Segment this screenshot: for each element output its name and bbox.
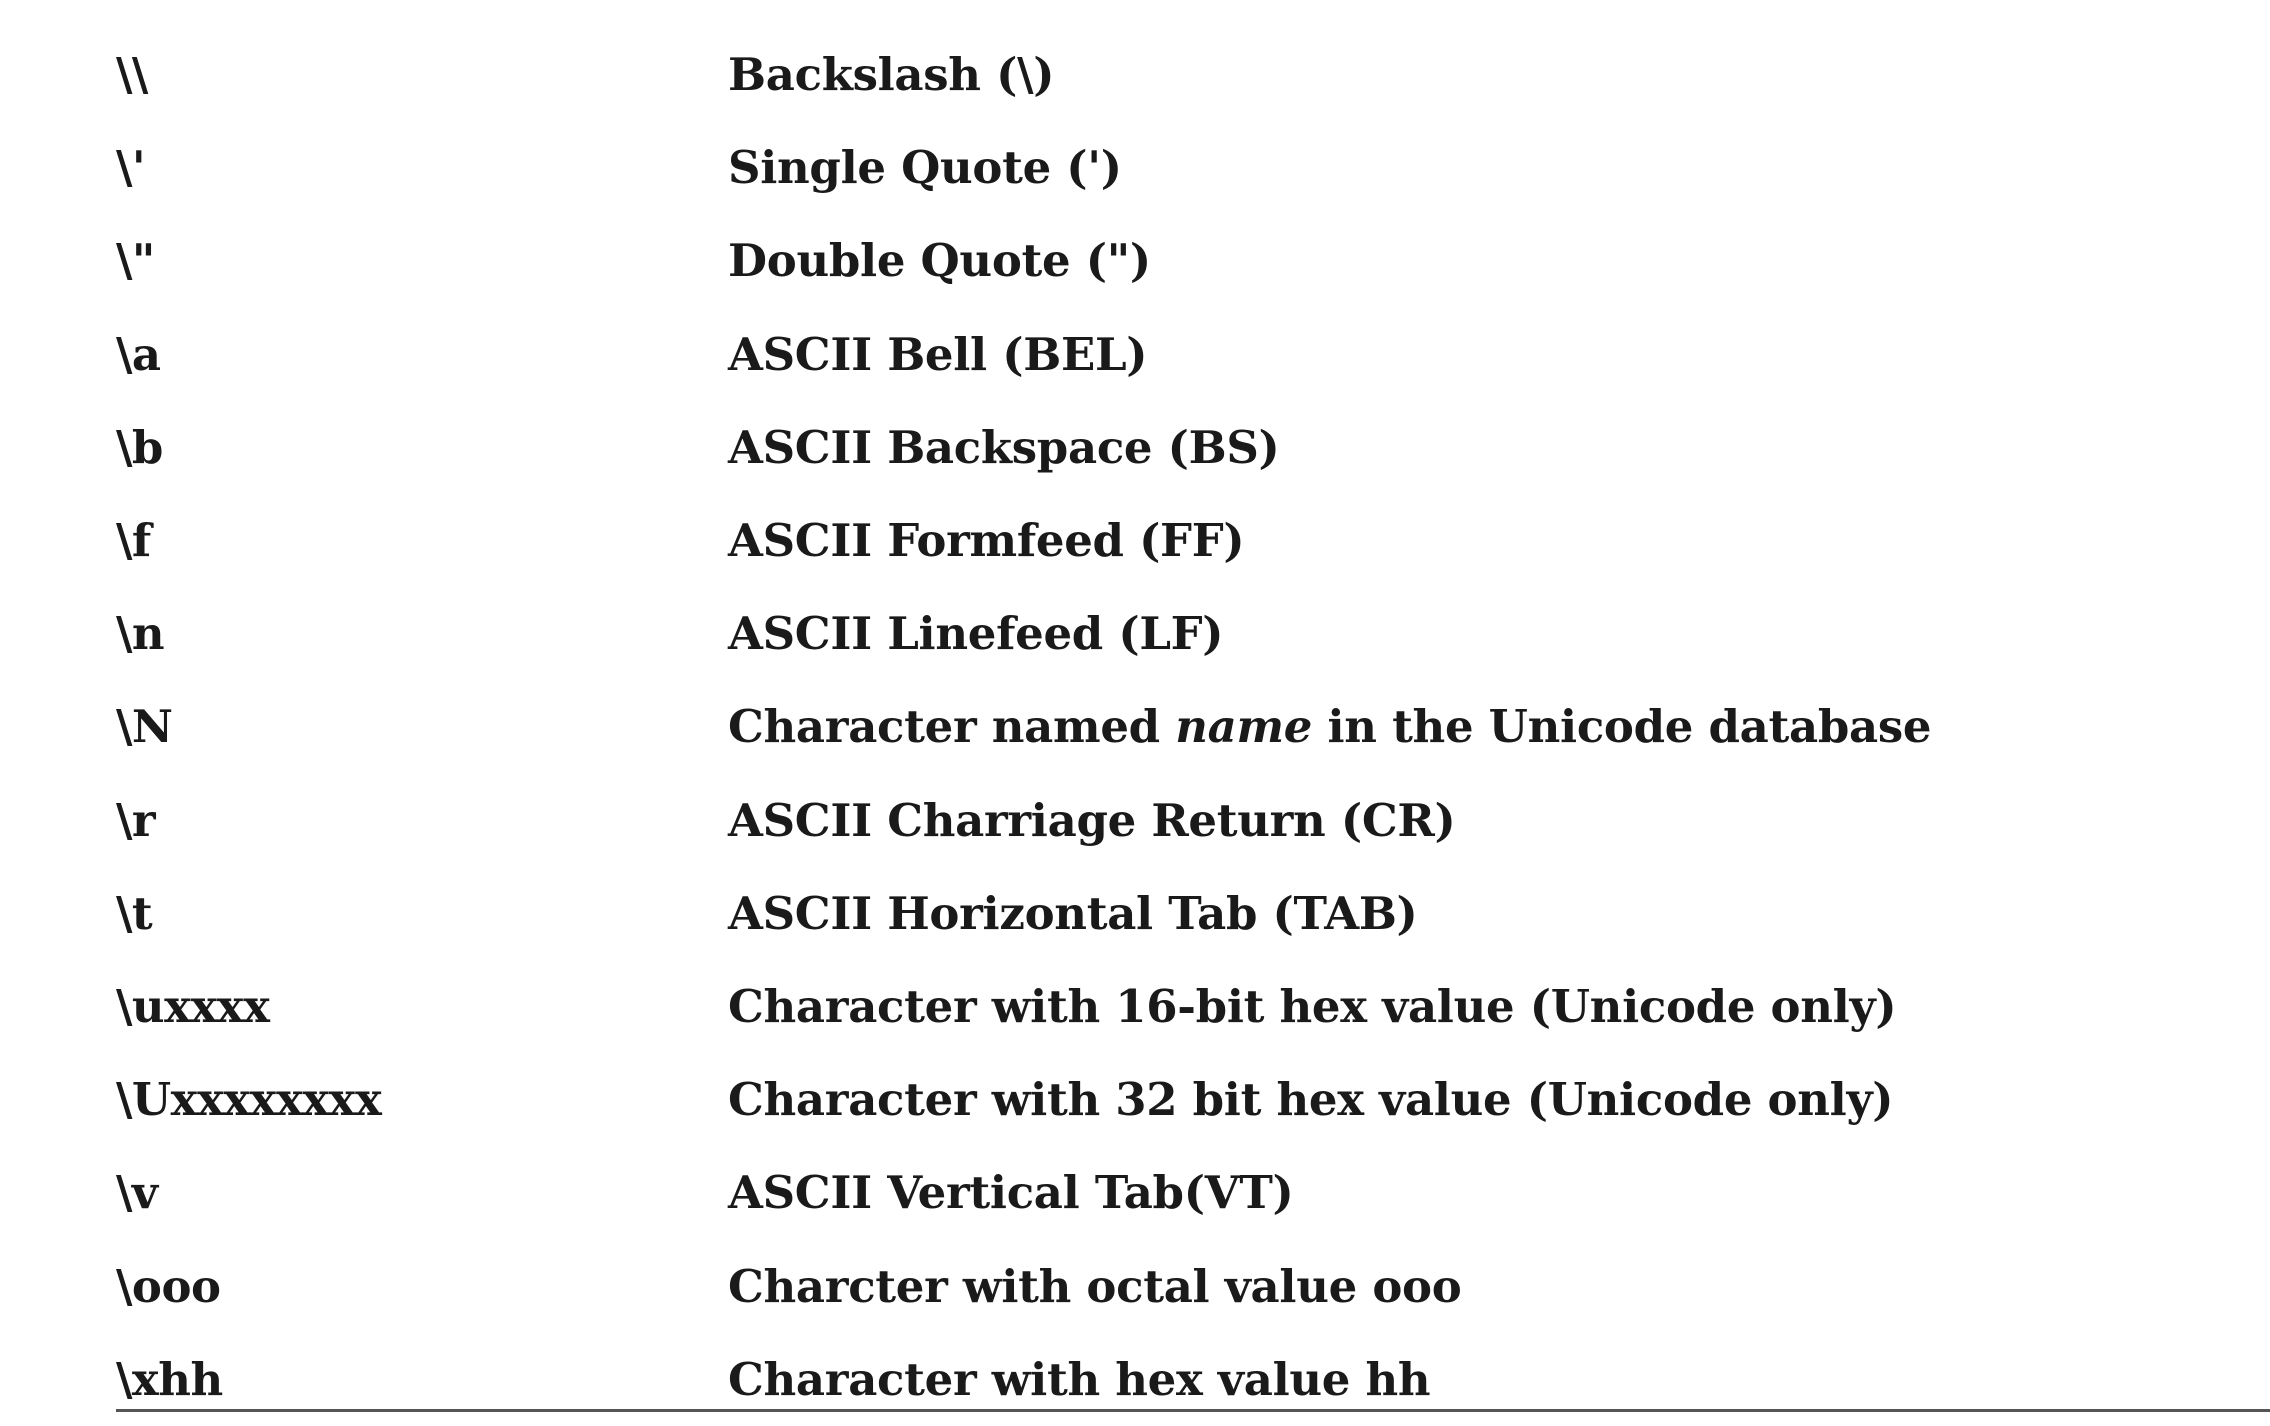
escape-code: \' <box>116 141 146 195</box>
escape-description: Backslash (\) <box>728 48 1055 102</box>
table-bottom-rule <box>116 1409 2270 1412</box>
escape-description: Double Quote (") <box>728 234 1151 288</box>
escape-description: Single Quote (') <box>728 141 1122 195</box>
escape-code: \" <box>116 234 155 288</box>
table-row: \r ASCII Charriage Return (CR) <box>116 774 2270 867</box>
escape-code: \r <box>116 793 156 847</box>
escape-code: \b <box>116 420 163 474</box>
description-text: in the Unicode database <box>1312 700 1932 754</box>
escape-sequence-table: \\ Backslash (\) \' Single Quote (') \" … <box>116 28 2270 1426</box>
table-row: \' Single Quote (') <box>116 121 2270 214</box>
escape-description: Character with hex value hh <box>728 1352 1431 1406</box>
escape-description: ASCII Bell (BEL) <box>728 327 1148 381</box>
escape-code: \Uxxxxxxxx <box>116 1073 382 1127</box>
table-row: \f ASCII Formfeed (FF) <box>116 494 2270 587</box>
escape-code: \t <box>116 886 153 940</box>
escape-code: \f <box>116 514 151 568</box>
table-row: \b ASCII Backspace (BS) <box>116 401 2270 494</box>
escape-description: ASCII Backspace (BS) <box>728 420 1280 474</box>
table-row: \" Double Quote (") <box>116 214 2270 307</box>
escape-description: Character named name in the Unicode data… <box>728 700 1932 754</box>
escape-description: ASCII Charriage Return (CR) <box>728 793 1456 847</box>
escape-code: \xhh <box>116 1352 223 1406</box>
escape-code: \a <box>116 327 161 381</box>
table-row: \t ASCII Horizontal Tab (TAB) <box>116 867 2270 960</box>
escape-description: ASCII Formfeed (FF) <box>728 514 1245 568</box>
escape-code: \n <box>116 607 165 661</box>
table-row: \\ Backslash (\) <box>116 28 2270 121</box>
escape-description: ASCII Vertical Tab(VT) <box>728 1166 1294 1220</box>
escape-description: ASCII Linefeed (LF) <box>728 607 1224 661</box>
table-row: \ooo Charcter with octal value ooo <box>116 1239 2270 1332</box>
escape-code: \N <box>116 700 173 754</box>
escape-code: \v <box>116 1166 158 1220</box>
table-row: \n ASCII Linefeed (LF) <box>116 587 2270 680</box>
table-row: \xhh Character with hex value hh <box>116 1333 2270 1426</box>
table-row: \Uxxxxxxxx Character with 32 bit hex val… <box>116 1053 2270 1146</box>
table-row: \N Character named name in the Unicode d… <box>116 680 2270 773</box>
escape-code: \ooo <box>116 1259 221 1313</box>
escape-description: ASCII Horizontal Tab (TAB) <box>728 886 1418 940</box>
table-row: \uxxxx Character with 16-bit hex value (… <box>116 960 2270 1053</box>
table-row: \a ASCII Bell (BEL) <box>116 308 2270 401</box>
escape-code: \\ <box>116 48 148 102</box>
description-emphasis: name <box>1175 700 1313 754</box>
escape-description: Charcter with octal value ooo <box>728 1259 1462 1313</box>
table-row: \v ASCII Vertical Tab(VT) <box>116 1146 2270 1239</box>
description-text: Character named <box>728 700 1176 754</box>
escape-description: Character with 16-bit hex value (Unicode… <box>728 979 1897 1033</box>
escape-code: \uxxxx <box>116 979 270 1033</box>
escape-description: Character with 32 bit hex value (Unicode… <box>728 1073 1894 1127</box>
